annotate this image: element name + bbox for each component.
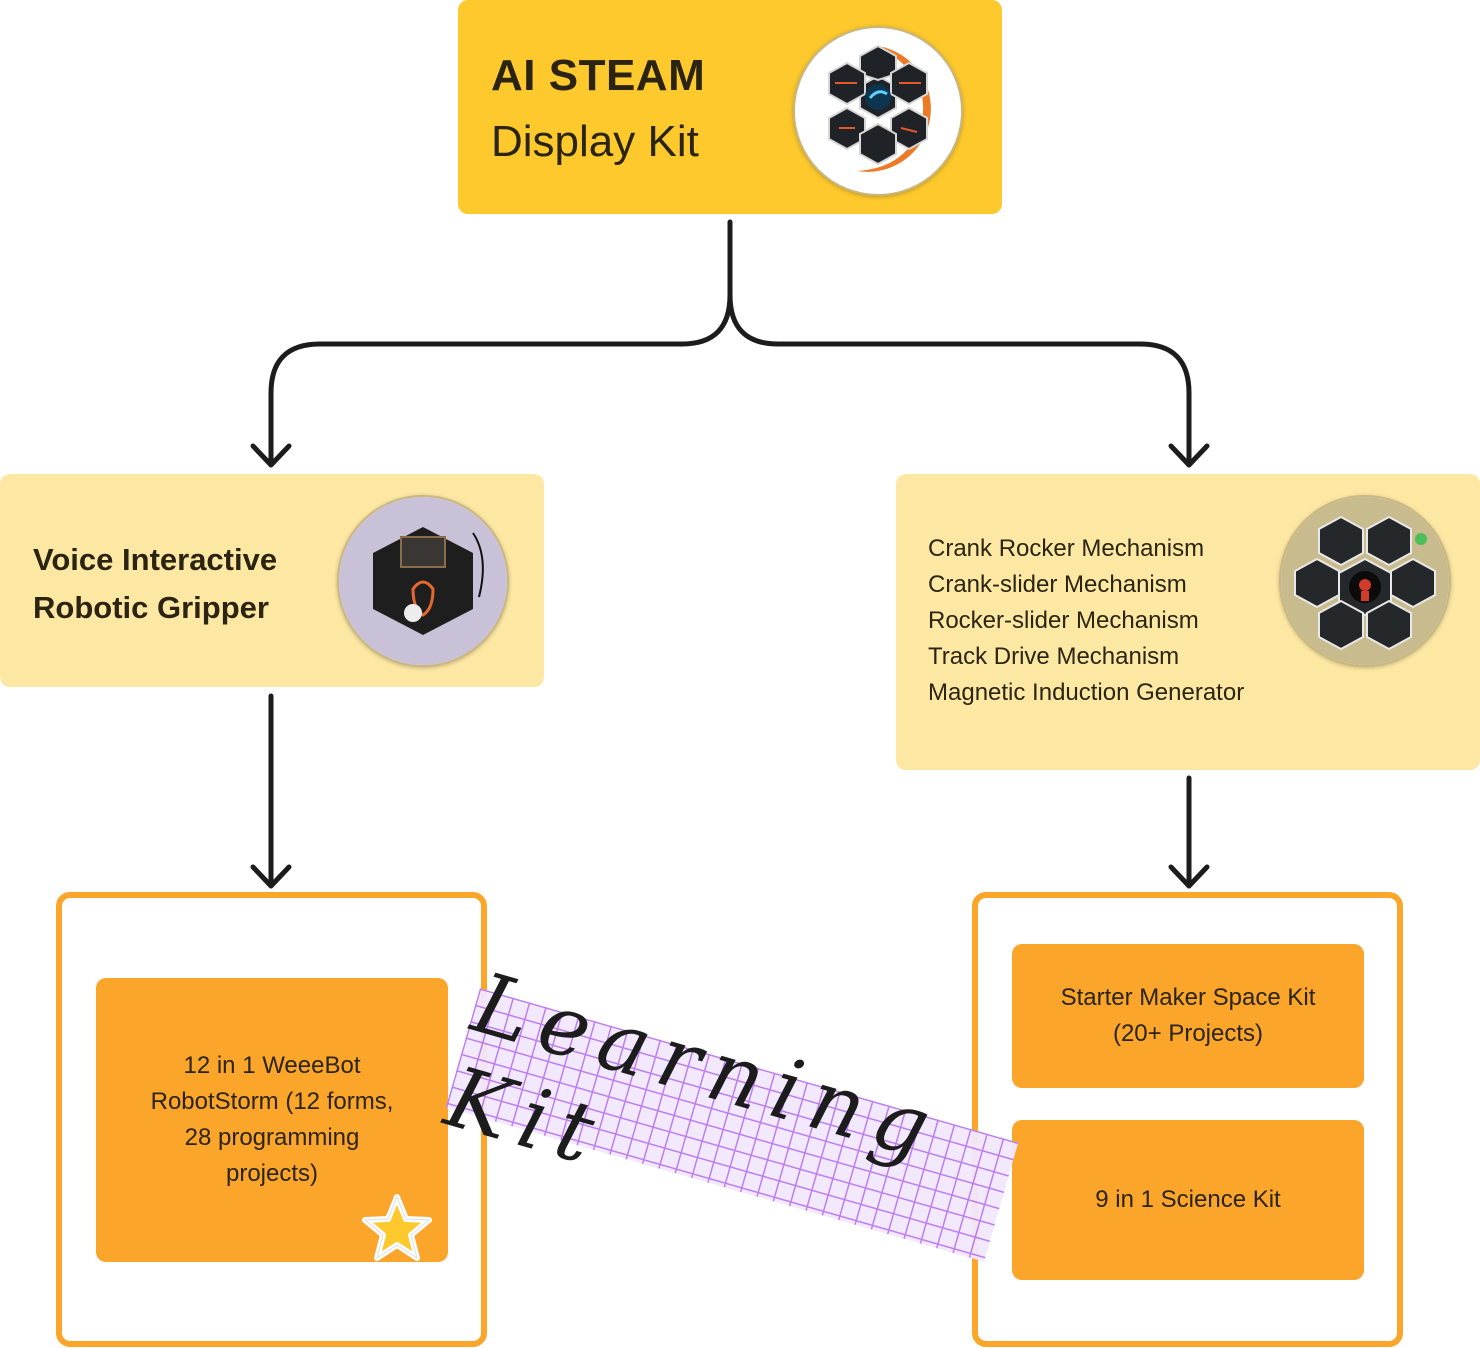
mechanism-item: Crank Rocker Mechanism bbox=[928, 535, 1205, 562]
connector-root-to-left bbox=[268, 219, 733, 465]
kit-card-starter: Starter Maker Space Kit (20+ Projects) bbox=[1012, 944, 1364, 1088]
mechanism-item: Crank-slider Mechanism bbox=[928, 571, 1187, 598]
branch-node-right: Crank Rocker Mechanism Crank-slider Mech… bbox=[896, 474, 1480, 770]
mechanism-item: Rocker-slider Mechanism bbox=[928, 607, 1199, 634]
product-photo-display-kit bbox=[793, 26, 963, 196]
left-branch-title-line1: Voice Interactive bbox=[33, 542, 278, 577]
kit-card-weeebot-text: 12 in 1 WeeeBot RobotStorm (12 forms, 28… bbox=[151, 1048, 394, 1192]
mechanism-item: Magnetic Induction Generator bbox=[928, 679, 1245, 706]
kit-science-label: 9 in 1 Science Kit bbox=[1095, 1186, 1281, 1213]
arrowhead-right-upper bbox=[1168, 443, 1210, 468]
arrowhead-right-lower bbox=[1168, 864, 1210, 889]
product-photo-gripper bbox=[337, 495, 509, 667]
product-photo-mechanisms bbox=[1279, 495, 1451, 667]
root-subtitle: Display Kit bbox=[491, 117, 699, 166]
left-branch-title-line2: Robotic Gripper bbox=[33, 590, 269, 625]
kit-weeebot-line1: 12 in 1 WeeeBot bbox=[183, 1052, 361, 1079]
gripper-image bbox=[339, 497, 507, 665]
display-kit-image bbox=[828, 44, 931, 172]
kit-starter-line1: Starter Maker Space Kit bbox=[1060, 984, 1316, 1011]
mechanisms-image bbox=[1281, 497, 1449, 665]
star-icon bbox=[362, 1194, 432, 1261]
connector-root-to-right bbox=[727, 292, 1192, 465]
mechanism-item: Track Drive Mechanism bbox=[928, 643, 1180, 670]
kit-weeebot-line4: projects) bbox=[225, 1160, 319, 1187]
root-node: AI STEAM Display Kit bbox=[458, 0, 1002, 214]
arrowhead-left-upper bbox=[250, 443, 292, 468]
branch-node-left: Voice Interactive Robotic Gripper bbox=[0, 474, 544, 687]
kit-weeebot-line2: RobotStorm (12 forms, bbox=[150, 1088, 394, 1115]
left-branch-title: Voice Interactive Robotic Gripper bbox=[33, 536, 333, 632]
kit-card-science: 9 in 1 Science Kit bbox=[1012, 1120, 1364, 1280]
kit-card-starter-text: Starter Maker Space Kit (20+ Projects) bbox=[1061, 980, 1316, 1052]
root-title: AI STEAM bbox=[491, 51, 706, 100]
kit-weeebot-line3: 28 programming bbox=[184, 1124, 360, 1151]
mechanism-list: Crank Rocker Mechanism Crank-slider Mech… bbox=[928, 531, 1244, 711]
kit-starter-line2: (20+ Projects) bbox=[1112, 1020, 1264, 1047]
arrowhead-left-lower bbox=[250, 864, 292, 889]
